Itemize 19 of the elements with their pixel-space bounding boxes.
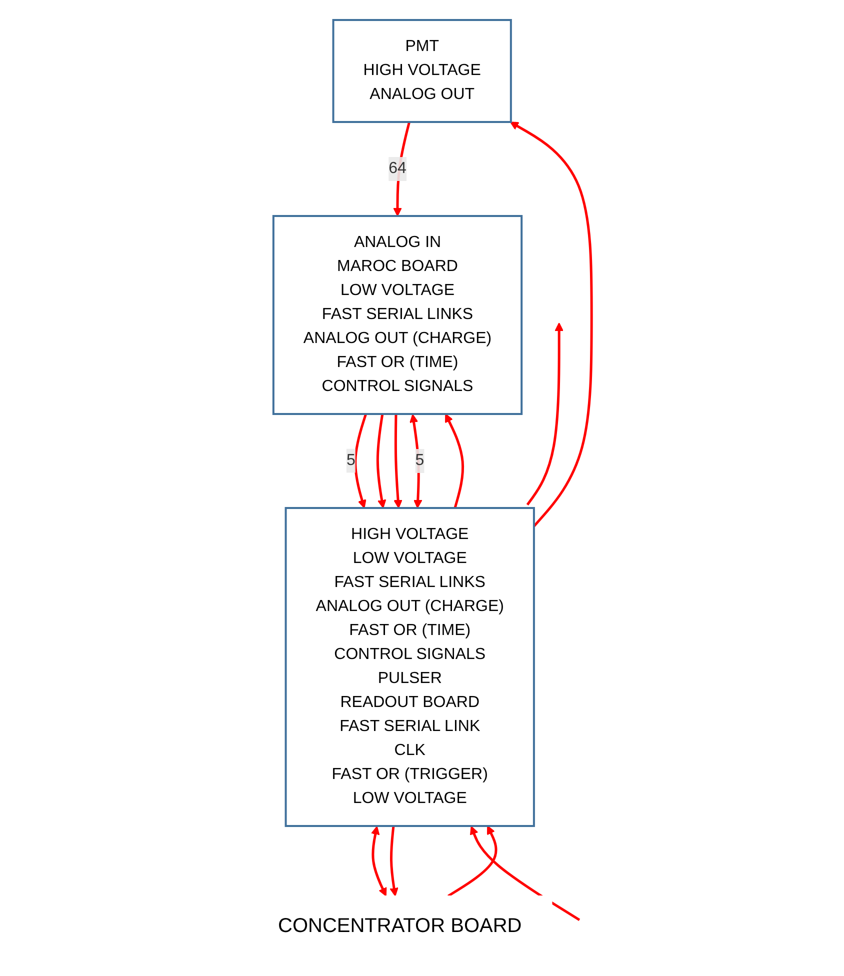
arrow — [409, 414, 422, 508]
edge-label: 5 — [414, 452, 424, 469]
edge-label: 64 — [388, 160, 406, 177]
arrow — [470, 826, 580, 921]
node-box: ANALOG IN MAROC BOARD LOW VOLTAGE FAST SERIAL LINKS ANALOG OUT (CHARGE) FAST OR (TIME) CONTROL SIGNALS — [272, 215, 522, 415]
arrow — [447, 826, 497, 898]
node-box: PMT HIGH VOLTAGE ANALOG OUT — [332, 19, 512, 123]
arrow — [389, 826, 398, 896]
arrow — [354, 414, 367, 508]
arrow — [370, 826, 386, 896]
arrow — [392, 122, 410, 216]
arrow — [376, 414, 386, 508]
arrow — [444, 414, 464, 508]
arrow — [393, 414, 402, 508]
node-text: CONCENTRATOR BOARD — [278, 915, 522, 937]
node-box: HIGH VOLTAGE LOW VOLTAGE FAST SERIAL LINKS ANALOG OUT (CHARGE) FAST OR (TIME) CONTROL SIGNALS PULSER READOUT BOARD FAST SERIAL LINK CLK FAST OR (TRIGGER) LOW VOLTAGE — [284, 507, 535, 827]
arrow — [510, 122, 592, 528]
arrow — [526, 322, 564, 506]
edge-label: 5 — [346, 452, 355, 469]
